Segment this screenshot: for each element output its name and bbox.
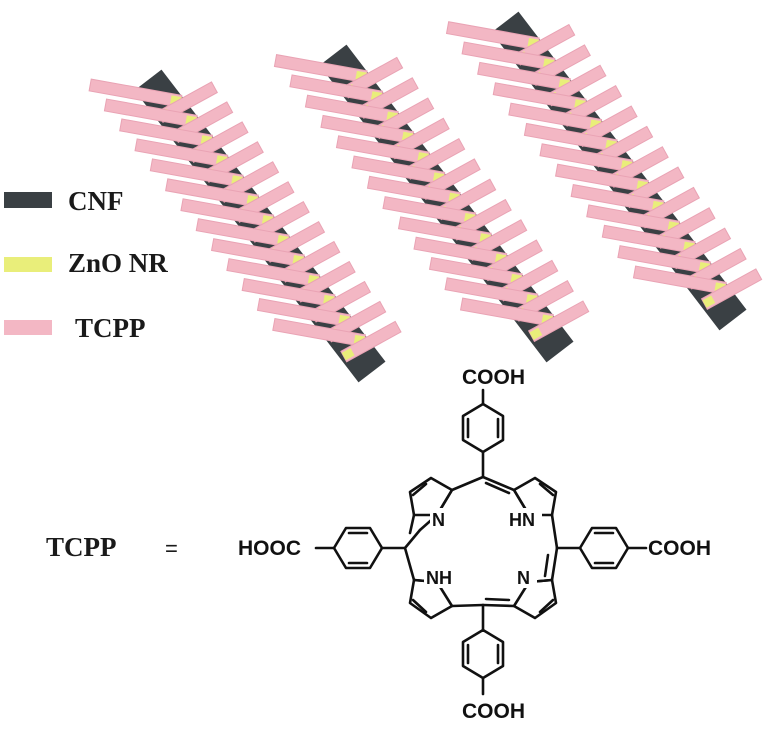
legend: CNF ZnO NR TCPP: [4, 186, 168, 343]
legend-label-tcpp: TCPP: [75, 313, 146, 343]
legend-swatch-cnf: [4, 192, 52, 208]
tcpp-coated-rod: [340, 320, 402, 363]
structure-name: TCPP: [46, 532, 117, 562]
legend-swatch-zno: [4, 257, 52, 272]
fiber-assemblies: [88, 11, 763, 383]
nh-top-right: HN: [509, 510, 535, 530]
zno-nanorod: [529, 327, 543, 340]
top-cooh-label: COOH: [462, 366, 525, 389]
n-top-left: N: [432, 510, 445, 530]
fiber-assembly: [273, 44, 590, 363]
equals-sign: =: [165, 536, 178, 561]
fiber-assembly: [445, 11, 763, 331]
legend-swatch-tcpp: [4, 320, 52, 335]
zno-nanorod: [341, 348, 355, 361]
tcpp-structure: COOH COOH HOOC COOH: [238, 366, 711, 723]
fiber-assembly: [88, 69, 402, 383]
legend-label-cnf: CNF: [68, 186, 124, 216]
bottom-cooh-label: COOH: [462, 700, 525, 723]
nh-bottom-left: NH: [426, 568, 452, 588]
legend-label-zno: ZnO NR: [68, 248, 168, 278]
zno-nanorod: [702, 295, 716, 308]
right-cooh-label: COOH: [648, 537, 711, 560]
left-hooc-label: HOOC: [238, 537, 301, 560]
n-bottom-right: N: [517, 568, 530, 588]
